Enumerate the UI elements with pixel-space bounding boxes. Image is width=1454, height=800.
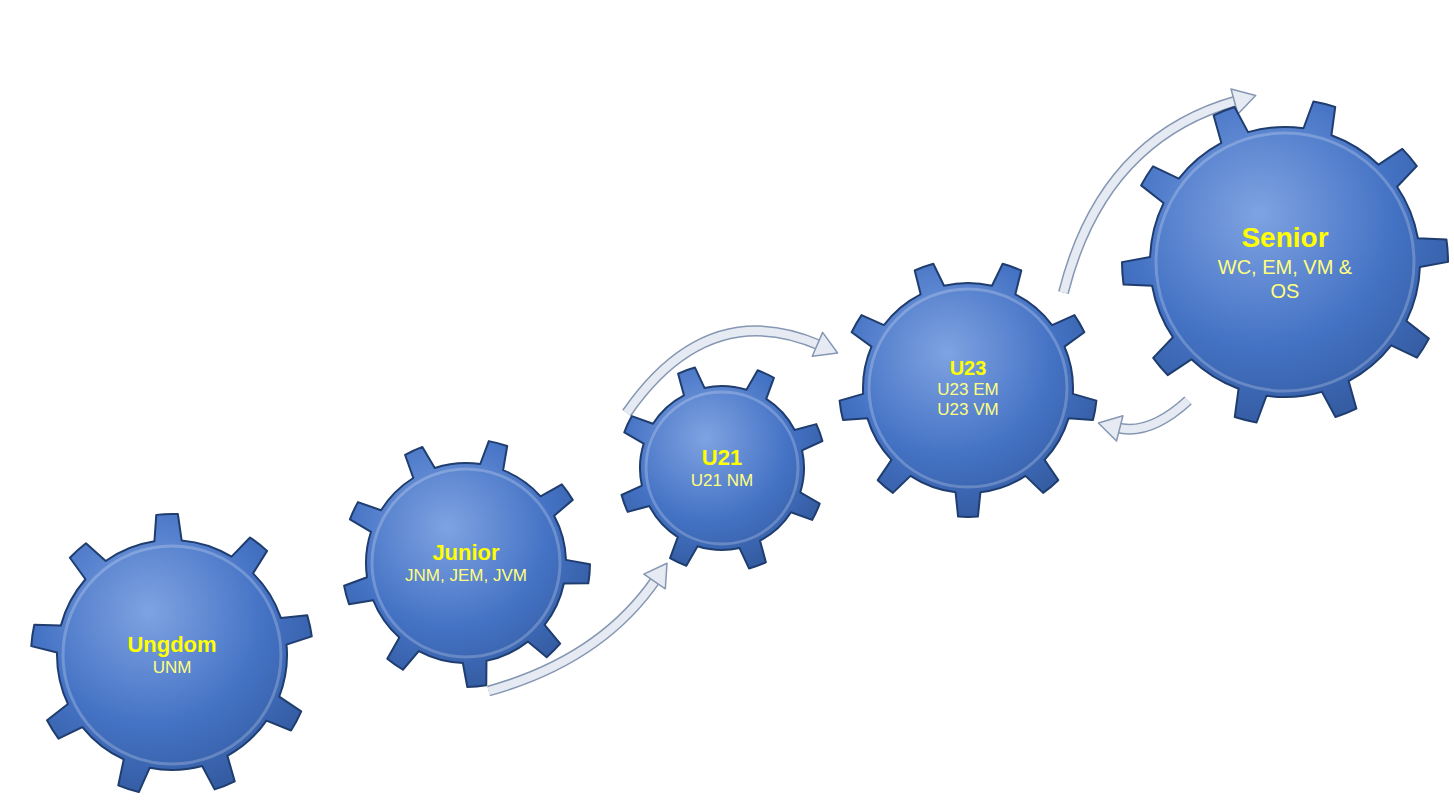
gear-highlight: [869, 289, 1067, 487]
championship-list: JNM, JEM, JVM: [405, 566, 527, 586]
gear-outline: [1122, 102, 1448, 423]
stage-title: U21: [691, 445, 753, 471]
gear-outline: [622, 368, 823, 569]
gear-node: U23U23 EM U23 VM: [839, 259, 1097, 517]
gear-node: U21U21 NM: [618, 364, 826, 572]
gear-label-group: U23U23 EM U23 VM: [928, 356, 1008, 421]
gear-highlight: [1156, 133, 1414, 391]
gear-label-group: UngdomUNM: [127, 632, 216, 679]
arrow-head: [1098, 416, 1123, 441]
gear-outline: [31, 514, 311, 792]
gear-highlight: [372, 469, 560, 657]
championship-list: UNM: [127, 658, 216, 678]
arrow-head: [812, 332, 837, 356]
stage-title: Junior: [405, 540, 527, 566]
gear-node: UngdomUNM: [31, 514, 313, 796]
gear-label-group: SeniorWC, EM, VM & OS: [1210, 221, 1360, 303]
gear-label-group: U21U21 NM: [691, 445, 753, 492]
arrow-outline: [1117, 400, 1188, 429]
gear-label-group: JuniorJNM, JEM, JVM: [405, 540, 527, 587]
gear-highlight: [646, 392, 798, 544]
arrow-body: [1117, 400, 1188, 429]
curved-arrow: [1098, 400, 1188, 441]
stage-title: U23: [928, 356, 1008, 380]
gear-highlight: [63, 546, 281, 764]
arrow-head: [644, 563, 667, 588]
stage-title: Ungdom: [127, 632, 216, 658]
gear-node: SeniorWC, EM, VM & OS: [1122, 99, 1448, 425]
gear-outline: [344, 441, 590, 687]
gear-node: JuniorJNM, JEM, JVM: [342, 439, 590, 687]
championship-list: WC, EM, VM & OS: [1210, 255, 1360, 303]
championship-list: U21 NM: [691, 471, 753, 491]
championship-list: U23 EM U23 VM: [928, 380, 1008, 421]
gear-outline: [840, 264, 1097, 517]
stage-title: Senior: [1210, 221, 1360, 255]
